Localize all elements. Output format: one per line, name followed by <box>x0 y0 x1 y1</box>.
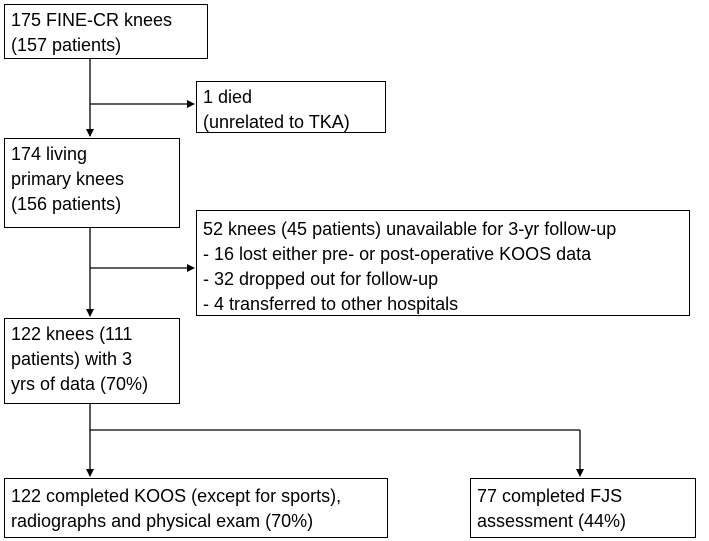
box-text-line: yrs of data (70%) <box>11 374 149 394</box>
box-text-line: 175 FINE-CR knees <box>11 10 173 30</box>
box-text-line: primary knees <box>11 169 125 189</box>
box-text-line: 1 died <box>203 87 253 107</box>
box-text-line: 122 knees (111 <box>11 324 133 344</box>
box-fjs-completed: 77 completed FJS assessment (44%) <box>470 478 696 538</box>
box-died: 1 died (unrelated to TKA) <box>196 81 386 133</box>
box-text-line: - 32 dropped out for follow-up <box>203 269 439 289</box>
box-text-line: 77 completed FJS <box>477 486 623 506</box>
box-koos-completed: 122 completed KOOS (except for sports), … <box>4 478 388 538</box>
box-living-knees: 174 living primary knees (156 patients) <box>4 138 180 228</box>
box-text-line: (157 patients) <box>11 35 122 55</box>
box-knees-with-data: 122 knees (111 patients) with 3 yrs of d… <box>4 318 180 404</box>
box-text-line: - 16 lost either pre- or post-operative … <box>203 244 592 264</box>
box-text-line: patients) with 3 <box>11 349 133 369</box>
box-initial-knees: 175 FINE-CR knees (157 patients) <box>4 4 208 59</box>
box-text-line: 52 knees (45 patients) unavailable for 3… <box>203 219 617 239</box>
box-unavailable-knees: 52 knees (45 patients) unavailable for 3… <box>196 210 690 316</box>
box-text-line: - 4 transferred to other hospitals <box>203 294 459 314</box>
box-text-line: assessment (44%) <box>477 511 627 531</box>
box-text-line: (156 patients) <box>11 194 122 214</box>
box-text-line: radiographs and physical exam (70%) <box>11 511 314 531</box>
box-text-line: (unrelated to TKA) <box>203 112 350 132</box>
box-text-line: 174 living <box>11 144 88 164</box>
box-text-line: 122 completed KOOS (except for sports), <box>11 486 342 506</box>
